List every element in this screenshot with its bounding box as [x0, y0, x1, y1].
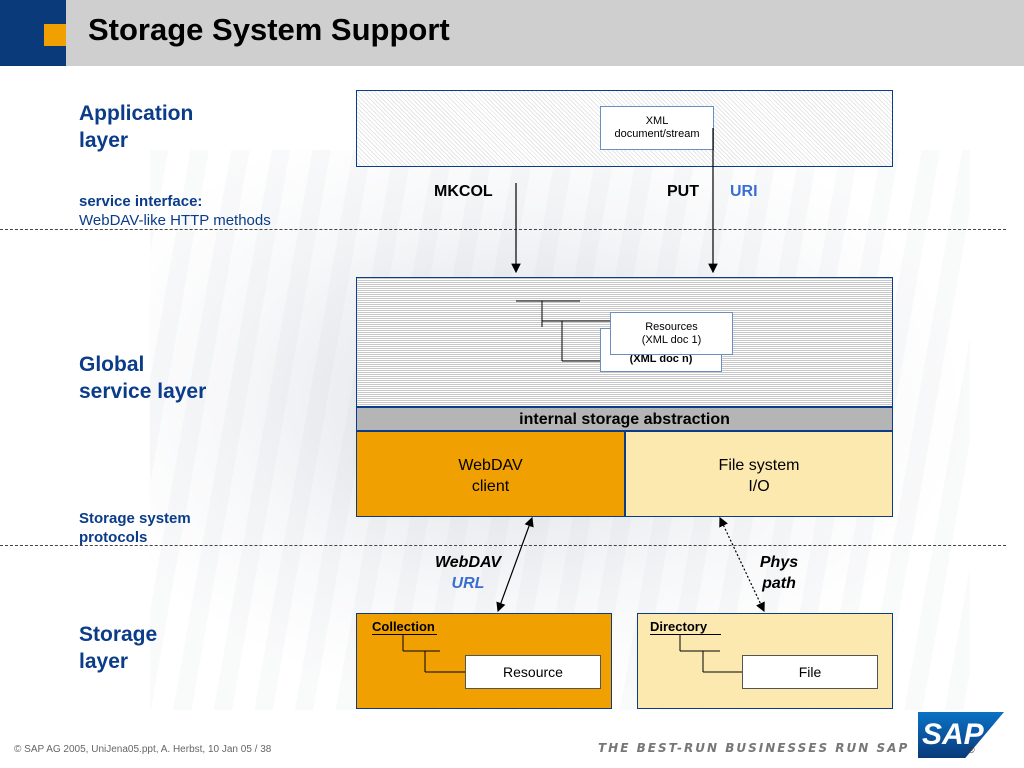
sap-registered-mark: ® [968, 745, 975, 755]
title-bar: Storage System Support [0, 0, 1024, 66]
file-system-io-box: File system I/O [625, 431, 893, 517]
webdav-protocol-text: WebDAV [434, 554, 502, 571]
global-service-layer-label: Global service layer [79, 353, 207, 403]
sap-logo: SAP [918, 712, 1004, 758]
storage-layer-label: Storage layer [79, 623, 158, 673]
webdav-protocol-label: WebDAV URL [428, 552, 508, 594]
footer-copyright: © SAP AG 2005, UniJena05.ppt, A. Herbst,… [14, 744, 272, 755]
webdav-client-box: WebDAV client [356, 431, 625, 517]
service-interface-desc: WebDAV-like HTTP methods [79, 212, 271, 229]
mkcol-method-label: MKCOL [434, 183, 493, 200]
layer-separator-top [0, 229, 1006, 230]
resource-box: Resource [465, 655, 601, 689]
title-square-icon [44, 24, 66, 46]
resources-front-box: Resources (XML doc 1) [610, 312, 733, 355]
storage-system-protocols-label: Storage system protocols [79, 510, 191, 546]
put-method-label: PUT [667, 183, 699, 200]
file-box: File [742, 655, 878, 689]
page-title: Storage System Support [88, 12, 450, 47]
internal-storage-abstraction: internal storage abstraction [356, 407, 893, 431]
directory-heading: Directory [650, 619, 722, 635]
footer-slogan: THE BEST-RUN BUSINESSES RUN SAP [598, 741, 910, 755]
application-layer-box [356, 90, 893, 167]
service-interface-title: service interface: [79, 193, 203, 210]
phys-path-label: Phys path [759, 554, 799, 592]
collection-heading: Collection [372, 619, 437, 635]
layer-separator-bottom [0, 545, 1006, 546]
uri-label: URI [730, 183, 758, 200]
url-label: URL [451, 575, 485, 592]
application-layer-label: Application layer [79, 102, 194, 152]
xml-document-box: XML document/stream [600, 106, 714, 150]
